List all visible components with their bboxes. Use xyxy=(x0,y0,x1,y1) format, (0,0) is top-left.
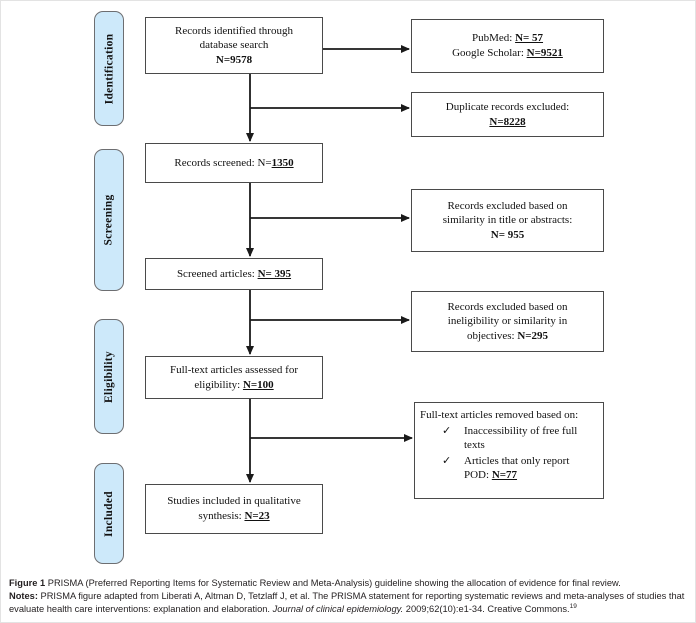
excluded-title-line1: Records excluded based on xyxy=(447,199,568,212)
stage-eligibility: Eligibility xyxy=(94,319,124,434)
box-screened-articles: Screened articles: N= 395 xyxy=(145,258,323,290)
excluded-objectives-line3: objectives: xyxy=(466,329,518,342)
stage-eligibility-label: Eligibility xyxy=(103,350,115,403)
removed-item-1-text: Inaccessibility of free full texts xyxy=(464,424,578,452)
excluded-objectives-n: N=295 xyxy=(517,329,549,342)
removed-item-2: ✓ Articles that only report POD: N=77 xyxy=(442,454,599,483)
excluded-objectives-line1: Records excluded based on xyxy=(447,300,568,313)
notes-label: Notes: xyxy=(9,591,38,601)
records-identified-line2: database search xyxy=(199,39,269,52)
screened-articles-text: Screened articles: xyxy=(176,267,258,280)
box-records-identified: Records identified through database sear… xyxy=(145,17,323,74)
studies-included-n: N=23 xyxy=(244,510,270,522)
stage-included: Included xyxy=(94,463,124,564)
stage-screening: Screening xyxy=(94,149,124,291)
figure-text: PRISMA (Preferred Reporting Items for Sy… xyxy=(45,578,621,588)
studies-included-line2: synthesis: xyxy=(198,510,245,522)
caption-figure-line: Figure 1 PRISMA (Preferred Reporting Ite… xyxy=(9,577,693,590)
screened-articles-n: N= 395 xyxy=(257,267,292,280)
fulltext-assessed-n: N=100 xyxy=(242,378,274,391)
scholar-n: N=9521 xyxy=(526,47,563,59)
box-records-screened: Records screened: N=1350 xyxy=(145,143,323,183)
notes-text: PRISMA figure adapted from Liberati A, A… xyxy=(9,591,685,614)
figure-caption: Figure 1 PRISMA (Preferred Reporting Ite… xyxy=(9,577,693,616)
box-duplicates-excluded: Duplicate records excluded: N=8228 xyxy=(411,92,604,137)
excluded-title-n: N= 955 xyxy=(490,228,525,241)
figure-label: Figure 1 xyxy=(9,578,46,588)
pubmed-n: N= 57 xyxy=(515,32,544,45)
stage-included-label: Included xyxy=(103,490,115,537)
box-excluded-title-abstract: Records excluded based on similarity in … xyxy=(411,189,604,252)
removed-item-1: ✓ Inaccessibility of free full texts xyxy=(442,424,599,453)
checkmark-icon: ✓ xyxy=(442,424,452,437)
box-studies-included: Studies included in qualitative synthesi… xyxy=(145,484,323,534)
box-fulltext-assessed: Full-text articles assessed for eligibil… xyxy=(145,356,323,399)
fulltext-removed-title: Full-text articles removed based on: xyxy=(420,409,579,421)
duplicates-n: N=8228 xyxy=(489,115,526,128)
journal-name: Journal of clinical epidemiology. xyxy=(272,604,404,614)
excluded-objectives-line2: ineligibility or similarity in xyxy=(447,315,568,328)
stage-screening-label: Screening xyxy=(103,194,116,246)
scholar-label: Google Scholar: xyxy=(452,47,527,59)
duplicates-line1: Duplicate records excluded: xyxy=(445,100,570,113)
records-identified-line1: Records identified through xyxy=(175,24,293,37)
records-screened-n: 1350 xyxy=(271,156,294,169)
box-sources: PubMed: N= 57 Google Scholar: N=9521 xyxy=(411,19,604,73)
records-screened-text: Records screened: N= xyxy=(174,156,272,169)
stage-identification: Identification xyxy=(94,11,124,126)
fulltext-assessed-line2: eligibility: xyxy=(194,378,243,391)
checkmark-icon: ✓ xyxy=(442,454,452,467)
studies-included-line1: Studies included in qualitative xyxy=(167,495,301,508)
pubmed-label: PubMed: xyxy=(471,32,516,45)
box-fulltext-removed: Full-text articles removed based on: ✓ I… xyxy=(414,402,604,499)
citation-tail: 2009;62(10):e1-34. Creative Commons. xyxy=(403,604,570,614)
caption-notes-line: Notes: PRISMA figure adapted from Libera… xyxy=(9,590,693,616)
fulltext-assessed-line1: Full-text articles assessed for xyxy=(170,363,298,376)
removed-item-2-text: Articles that only report POD: xyxy=(464,454,570,482)
records-identified-n: N=9578 xyxy=(215,53,253,66)
removed-item-2-n: N=77 xyxy=(491,469,518,482)
excluded-title-line2: similarity in title or abstracts: xyxy=(442,214,573,227)
box-excluded-objectives: Records excluded based on ineligibility … xyxy=(411,291,604,352)
stage-identification-label: Identification xyxy=(103,33,115,104)
reference-superscript: 19 xyxy=(569,602,577,610)
